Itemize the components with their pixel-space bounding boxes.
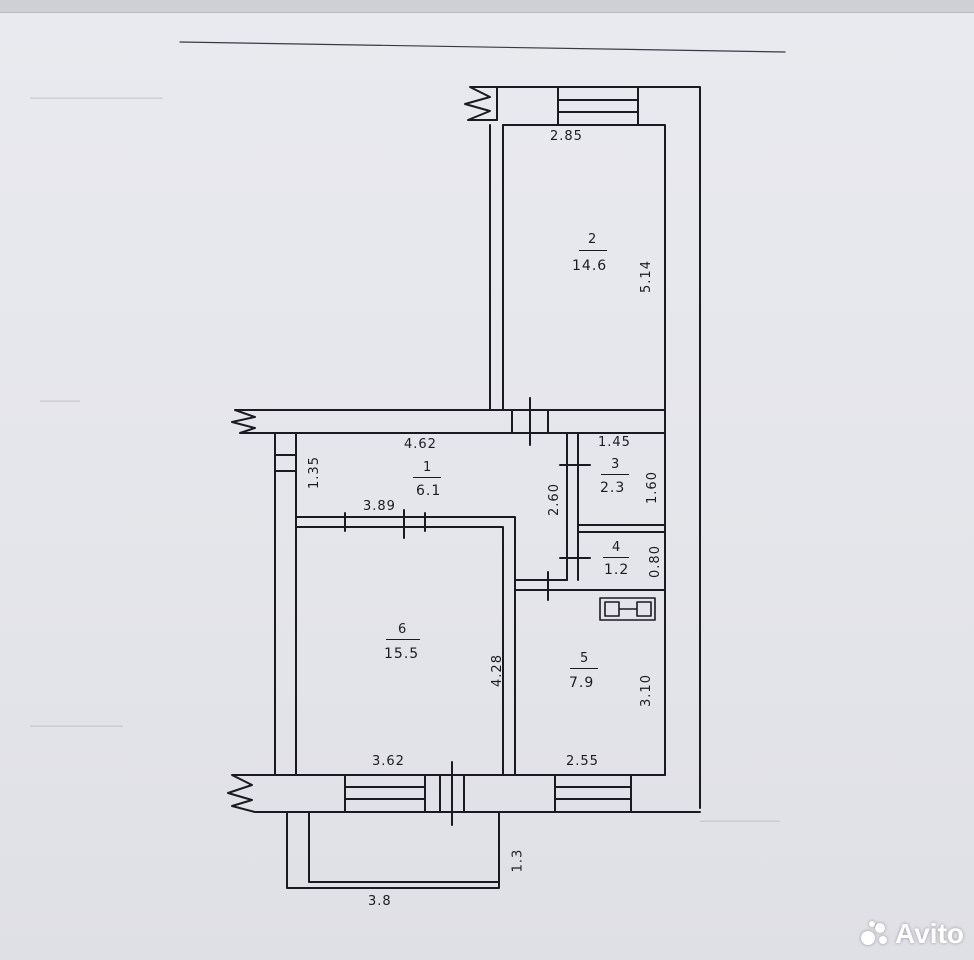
paper-top-edge <box>0 0 974 13</box>
room6-area: 15.5 <box>384 646 420 662</box>
dim-balcony-width: 3.8 <box>368 894 392 909</box>
dim-room1-depth: 1.35 <box>306 456 322 489</box>
room3-area: 2.3 <box>600 480 626 496</box>
dim-room6-length: 4.28 <box>489 654 505 687</box>
room3-number: 3 <box>611 457 621 472</box>
stove-icon <box>599 597 656 621</box>
background-ghost-text: ──────────────────── <box>30 92 163 105</box>
dim-room6-top-width: 3.89 <box>363 499 396 514</box>
room1-divider <box>413 477 441 478</box>
room6-walls <box>295 509 516 776</box>
wc-block-walls <box>514 432 666 601</box>
balcony <box>286 811 500 889</box>
room2-area: 14.6 <box>572 258 608 274</box>
room2-divider <box>579 250 607 251</box>
dim-room1-width: 4.62 <box>404 437 437 452</box>
room1-number: 1 <box>423 460 433 475</box>
avito-logo-icon <box>861 921 891 947</box>
background-ghost-text: ────────────── <box>30 720 123 733</box>
room3-divider <box>601 474 629 475</box>
room4-area: 1.2 <box>604 562 630 578</box>
window-room2 <box>557 86 639 126</box>
dim-room4-length: 0.80 <box>647 545 663 578</box>
room6-number: 6 <box>398 622 408 637</box>
avito-brand-text: Avito <box>895 918 964 949</box>
room2-left-wall <box>489 124 504 411</box>
dim-room3-width: 1.45 <box>598 435 631 450</box>
background-ghost-text: ──────────── <box>700 815 780 828</box>
room1-area: 6.1 <box>416 483 442 499</box>
dim-partition-length: 2.60 <box>546 483 562 516</box>
background-ghost-text: ────── <box>40 395 80 408</box>
room5-divider <box>570 668 598 669</box>
dim-room5-width: 2.55 <box>566 754 599 769</box>
dim-balcony-depth: 1.3 <box>510 848 526 873</box>
dim-room2-length: 5.14 <box>638 260 654 293</box>
room4-number: 4 <box>612 540 622 555</box>
room4-divider <box>603 557 629 558</box>
break-symbol-top <box>464 86 498 121</box>
dim-room5-length: 3.10 <box>638 674 654 707</box>
wall-room1-room2 <box>231 397 666 446</box>
window-room5 <box>554 774 632 813</box>
room2-number: 2 <box>588 232 598 247</box>
room6-divider <box>386 639 420 640</box>
avito-watermark: Avito <box>861 918 964 950</box>
door-balcony <box>439 761 465 826</box>
left-wall <box>274 432 297 776</box>
dim-room6-bottom-width: 3.62 <box>372 754 405 769</box>
room5-area: 7.9 <box>569 675 595 691</box>
dim-room2-width: 2.85 <box>550 129 583 144</box>
room5-number: 5 <box>580 651 590 666</box>
header-rule <box>179 41 786 53</box>
dim-room3-length: 1.60 <box>644 471 660 504</box>
window-room6 <box>344 774 426 813</box>
